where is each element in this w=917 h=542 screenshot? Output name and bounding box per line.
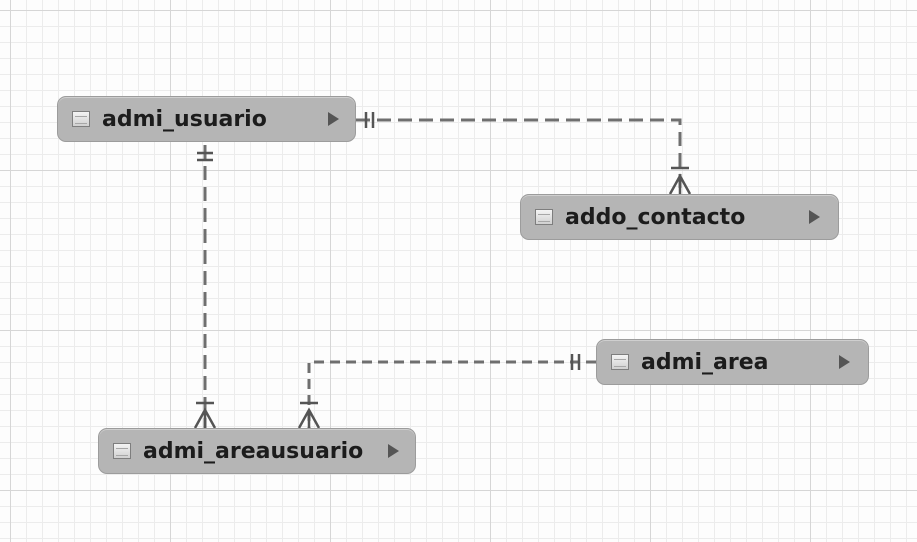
entity-admi-areausuario[interactable]: admi_areausuario bbox=[98, 428, 416, 474]
table-icon bbox=[611, 354, 629, 370]
cardinality-crowfoot bbox=[297, 407, 321, 429]
entity-name: admi_area bbox=[641, 349, 769, 375]
entity-addo-contacto[interactable]: addo_contacto bbox=[520, 194, 839, 240]
table-icon bbox=[113, 443, 131, 459]
entity-name: addo_contacto bbox=[565, 204, 746, 230]
expand-arrow-icon[interactable] bbox=[388, 444, 399, 458]
cardinality-crowfoot bbox=[668, 173, 692, 195]
entity-name: admi_areausuario bbox=[143, 438, 364, 464]
table-icon bbox=[72, 111, 90, 127]
table-icon bbox=[535, 209, 553, 225]
expand-arrow-icon[interactable] bbox=[328, 112, 339, 126]
expand-arrow-icon[interactable] bbox=[809, 210, 820, 224]
entity-name: admi_usuario bbox=[102, 106, 267, 132]
relationship-area-areausuario bbox=[307, 360, 596, 428]
relationship-usuario-contacto bbox=[356, 118, 682, 194]
cardinality-crowfoot bbox=[193, 407, 217, 429]
entity-admi-usuario[interactable]: admi_usuario bbox=[57, 96, 356, 142]
expand-arrow-icon[interactable] bbox=[839, 355, 850, 369]
entity-admi-area[interactable]: admi_area bbox=[596, 339, 869, 385]
